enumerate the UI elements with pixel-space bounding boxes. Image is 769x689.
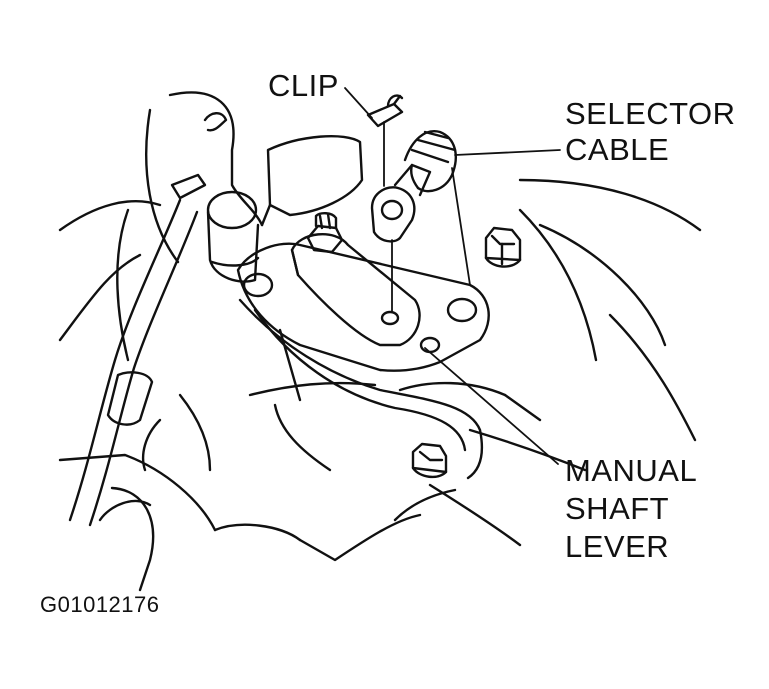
selector-cable-leader-2 <box>451 167 471 286</box>
selector-cable-line-2: CABLE <box>565 132 670 167</box>
manual-shaft-leader <box>424 347 559 465</box>
bolt-right <box>484 226 522 268</box>
selector-cable-leader <box>454 149 561 156</box>
manual-shaft-lever-label: MANUAL SHAFT LEVER <box>565 452 697 566</box>
mounting-bracket <box>236 242 490 372</box>
callout-leaders <box>344 87 561 465</box>
transmission-case <box>58 91 702 592</box>
manual-shaft-line-2: SHAFT <box>565 491 670 526</box>
cooler-pipe <box>68 173 207 527</box>
selector-cable-label: SELECTOR CABLE <box>565 96 736 168</box>
selector-cable <box>370 130 457 243</box>
selector-cable-line-1: SELECTOR <box>565 96 736 131</box>
clip <box>366 94 404 128</box>
clip-label: CLIP <box>268 68 339 104</box>
manual-shaft-line-3: LEVER <box>565 529 670 564</box>
shift-boss <box>206 190 260 283</box>
cover-plate <box>260 134 364 227</box>
figure-id: G01012176 <box>40 592 160 617</box>
clip-label-text: CLIP <box>268 68 339 103</box>
bolt-lower <box>411 442 448 479</box>
under-rod <box>238 298 484 480</box>
manual-shaft-lever <box>290 232 441 354</box>
lever-nut <box>306 212 344 254</box>
clip-leader <box>344 87 373 119</box>
manual-shaft-line-1: MANUAL <box>565 453 698 488</box>
